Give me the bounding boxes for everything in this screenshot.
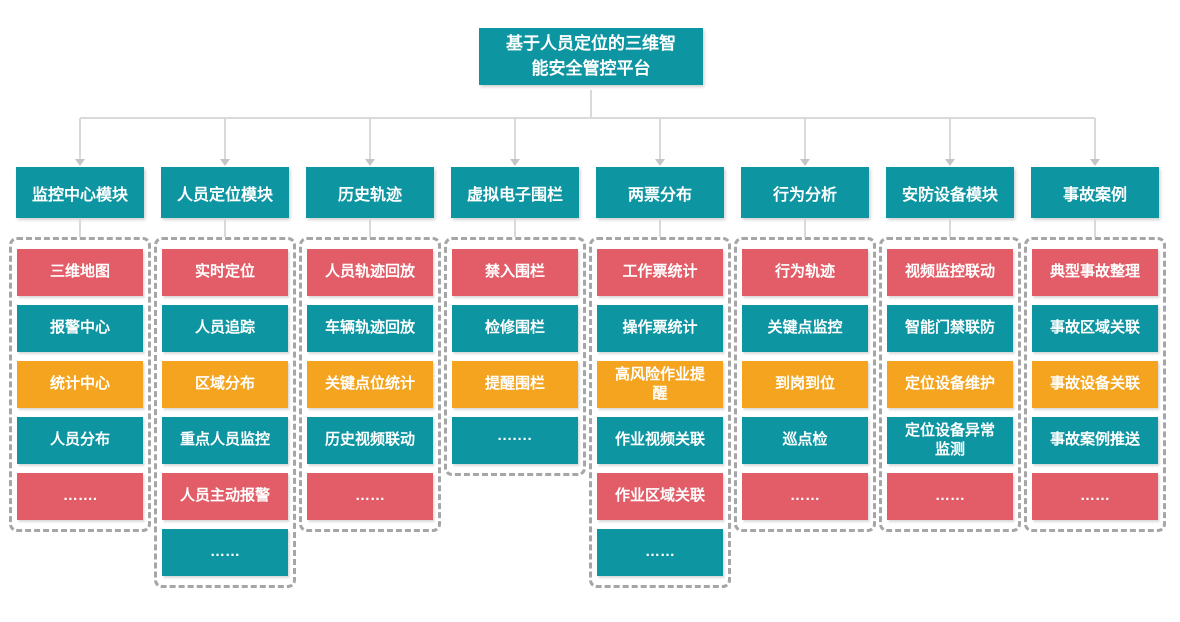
module-item: 智能门禁联防 (887, 305, 1013, 352)
module-container: 视频监控联动智能门禁联防定位设备维护定位设备异常 监测 …… (879, 237, 1021, 532)
module-column: 安防设备模块视频监控联动智能门禁联防定位设备维护定位设备异常 监测 …… (879, 167, 1021, 532)
module-item: 历史视频联动 (307, 417, 433, 464)
header-to-container-line (79, 218, 81, 237)
module-item: 工作票统计 (597, 249, 723, 296)
module-item: 重点人员监控 (162, 417, 288, 464)
root-title: 基于人员定位的三维智 能安全管控平台 (506, 34, 676, 78)
module-item: …… (597, 529, 723, 576)
module-item: 人员追踪 (162, 305, 288, 352)
module-header: 人员定位模块 (161, 167, 289, 218)
module-item: ······· (452, 417, 578, 464)
module-container: 行为轨迹关键点监控到岗到位巡点检 …… (734, 237, 876, 532)
module-item: 到岗到位 (742, 361, 868, 408)
module-item: 禁入围栏 (452, 249, 578, 296)
module-item: 人员主动报警 (162, 473, 288, 520)
module-item: 作业区域关联 (597, 473, 723, 520)
module-item: 操作票统计 (597, 305, 723, 352)
module-header: 行为分析 (741, 167, 869, 218)
module-item: 高风险作业提 醒 (597, 361, 723, 408)
module-item: …… (162, 529, 288, 576)
module-item: 统计中心 (17, 361, 143, 408)
module-item: 关键点监控 (742, 305, 868, 352)
arrow-down-icon (1090, 159, 1100, 166)
root-node: 基于人员定位的三维智 能安全管控平台 (479, 28, 703, 86)
module-item: 定位设备维护 (887, 361, 1013, 408)
module-container: 人员轨迹回放车辆轨迹回放关键点位统计历史视频联动 …… (299, 237, 441, 532)
arrow-down-icon (510, 159, 520, 166)
module-column: 事故案例典型事故整理事故区域关联事故设备关联事故案例推送 …… (1024, 167, 1166, 532)
arrow-down-icon (655, 159, 665, 166)
module-item: 人员轨迹回放 (307, 249, 433, 296)
header-to-container-line (224, 218, 226, 237)
module-item: …… (742, 473, 868, 520)
module-container: 实时定位人员追踪区域分布重点人员监控人员主动报警 …… (154, 237, 296, 588)
module-item: 实时定位 (162, 249, 288, 296)
module-item: 视频监控联动 (887, 249, 1013, 296)
arrow-down-icon (945, 159, 955, 166)
module-item: 区域分布 (162, 361, 288, 408)
module-item: 行为轨迹 (742, 249, 868, 296)
header-to-container-line (804, 218, 806, 237)
module-header: 历史轨迹 (306, 167, 434, 218)
module-header: 监控中心模块 (16, 167, 144, 218)
module-item: …… (307, 473, 433, 520)
module-column: 两票分布工作票统计操作票统计高风险作业提 醒作业视频关联作业区域关联 …… (589, 167, 731, 588)
arrow-down-icon (800, 159, 810, 166)
module-item: …… (1032, 473, 1158, 520)
arrow-down-icon (75, 159, 85, 166)
module-item: 巡点检 (742, 417, 868, 464)
module-item: ……. (17, 473, 143, 520)
module-item: 三维地图 (17, 249, 143, 296)
header-to-container-line (659, 218, 661, 237)
module-header: 两票分布 (596, 167, 724, 218)
module-column: 监控中心模块三维地图报警中心统计中心人员分布 ……. (9, 167, 151, 532)
arrow-down-icon (365, 159, 375, 166)
module-container: 三维地图报警中心统计中心人员分布 ……. (9, 237, 151, 532)
module-item: 报警中心 (17, 305, 143, 352)
module-header: 事故案例 (1031, 167, 1159, 218)
module-item: 事故案例推送 (1032, 417, 1158, 464)
module-item: 检修围栏 (452, 305, 578, 352)
module-item: 典型事故整理 (1032, 249, 1158, 296)
header-to-container-line (949, 218, 951, 237)
arrow-down-icon (220, 159, 230, 166)
module-item: 事故区域关联 (1032, 305, 1158, 352)
module-header: 安防设备模块 (886, 167, 1014, 218)
module-container: 禁入围栏检修围栏提醒围栏 ······· (444, 237, 586, 476)
module-item: 事故设备关联 (1032, 361, 1158, 408)
header-to-container-line (369, 218, 371, 237)
module-item: 人员分布 (17, 417, 143, 464)
module-item: 作业视频关联 (597, 417, 723, 464)
module-column: 历史轨迹人员轨迹回放车辆轨迹回放关键点位统计历史视频联动 …… (299, 167, 441, 532)
module-item: 定位设备异常 监测 (887, 417, 1013, 464)
module-item: 提醒围栏 (452, 361, 578, 408)
module-header: 虚拟电子围栏 (451, 167, 579, 218)
header-to-container-line (1094, 218, 1096, 237)
module-column: 人员定位模块实时定位人员追踪区域分布重点人员监控人员主动报警 …… (154, 167, 296, 588)
module-column: 行为分析行为轨迹关键点监控到岗到位巡点检 …… (734, 167, 876, 532)
module-item: 车辆轨迹回放 (307, 305, 433, 352)
module-column: 虚拟电子围栏禁入围栏检修围栏提醒围栏 ······· (444, 167, 586, 476)
header-to-container-line (514, 218, 516, 237)
module-item: …… (887, 473, 1013, 520)
module-container: 工作票统计操作票统计高风险作业提 醒作业视频关联作业区域关联 …… (589, 237, 731, 588)
module-container: 典型事故整理事故区域关联事故设备关联事故案例推送 …… (1024, 237, 1166, 532)
module-item: 关键点位统计 (307, 361, 433, 408)
